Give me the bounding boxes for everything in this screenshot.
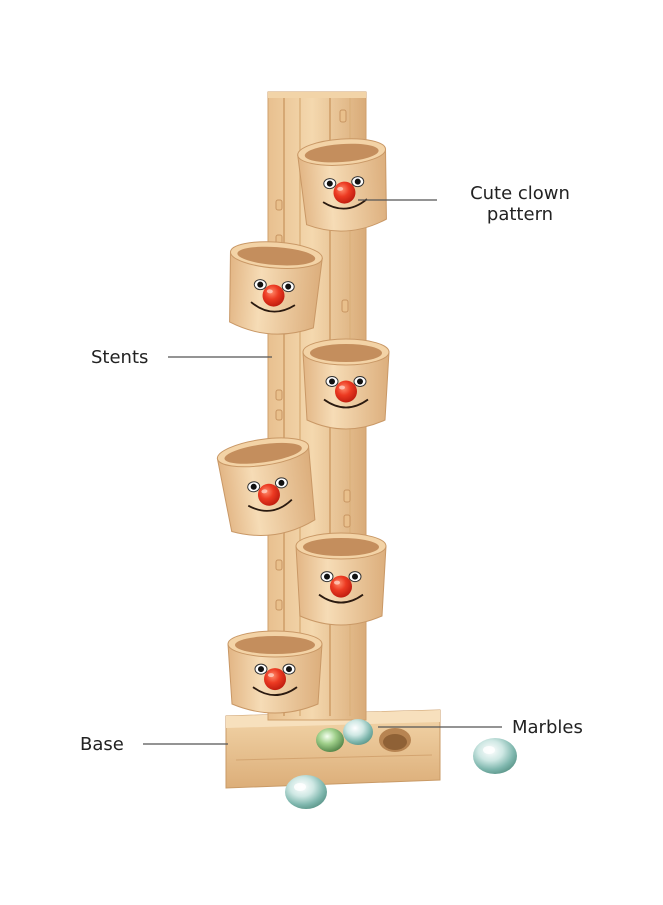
clown-smile xyxy=(322,198,368,210)
clown-nose xyxy=(264,668,286,691)
leader-lines xyxy=(143,199,502,745)
base-label: Base xyxy=(80,734,124,755)
clown-nose xyxy=(335,380,357,403)
clown-eyes xyxy=(323,176,365,190)
marble xyxy=(285,775,327,809)
clown-nose xyxy=(333,181,356,204)
clown-cup xyxy=(297,138,387,232)
clown-cup xyxy=(229,241,323,335)
clown-cup xyxy=(302,338,390,430)
clown-eyes xyxy=(247,477,288,493)
clown-pattern-label: Cute clown pattern xyxy=(470,183,570,225)
clown-eyes xyxy=(253,279,295,293)
clown-cup xyxy=(227,630,323,714)
clown-smile xyxy=(318,593,364,604)
stents-label: Stents xyxy=(91,347,149,368)
marbles-group xyxy=(285,719,517,809)
marbles-label: Marbles xyxy=(512,717,583,738)
clown-smile xyxy=(247,498,293,512)
clown-smile xyxy=(250,301,296,313)
clown-nose xyxy=(330,575,352,598)
clown-eyes xyxy=(320,571,362,583)
clown-cups xyxy=(216,138,390,714)
marble xyxy=(343,719,373,745)
clown-smile xyxy=(252,686,298,696)
clown-eyes xyxy=(254,663,296,675)
clown-eyes xyxy=(325,376,367,387)
marble xyxy=(473,738,517,774)
clown-smile xyxy=(323,398,369,409)
marble xyxy=(316,728,344,752)
clown-cup xyxy=(216,437,316,536)
clown-cup xyxy=(295,532,387,626)
clown-nose xyxy=(257,483,280,506)
